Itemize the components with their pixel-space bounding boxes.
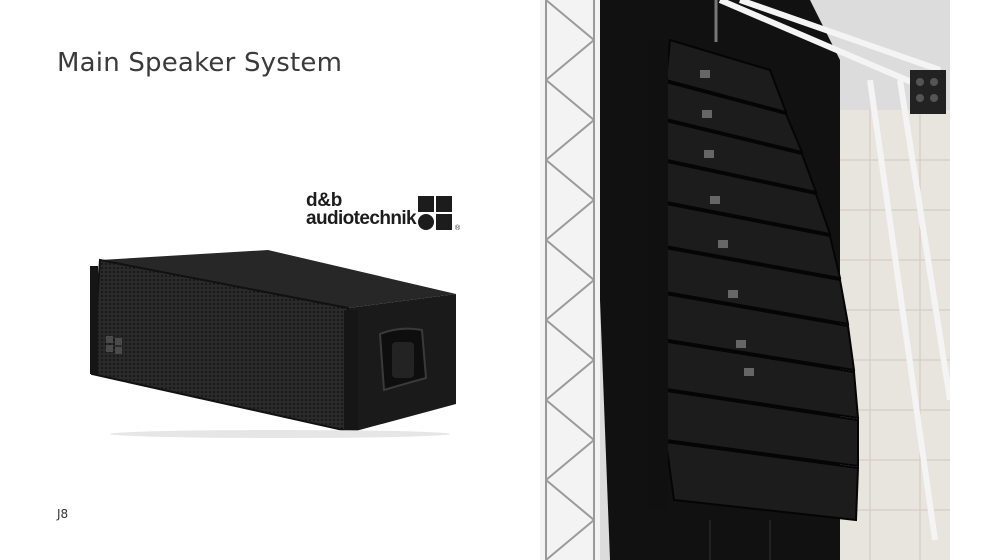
logo-line-1: d&b: [306, 190, 343, 211]
line-array-installation-photo: [540, 0, 950, 560]
j8-speaker-product-image: [90, 250, 456, 438]
slide-title: Main Speaker System: [57, 48, 343, 78]
registered-mark: ®: [455, 224, 461, 230]
product-caption: J8: [57, 507, 69, 521]
logo-wordmark: d&b audiotechnik: [306, 190, 417, 229]
logo-line-2: audiotechnik: [306, 208, 417, 229]
four-squares-and-circle-icon: ®: [418, 196, 461, 230]
brand-logo: d&b audiotechnik ®: [306, 190, 466, 236]
